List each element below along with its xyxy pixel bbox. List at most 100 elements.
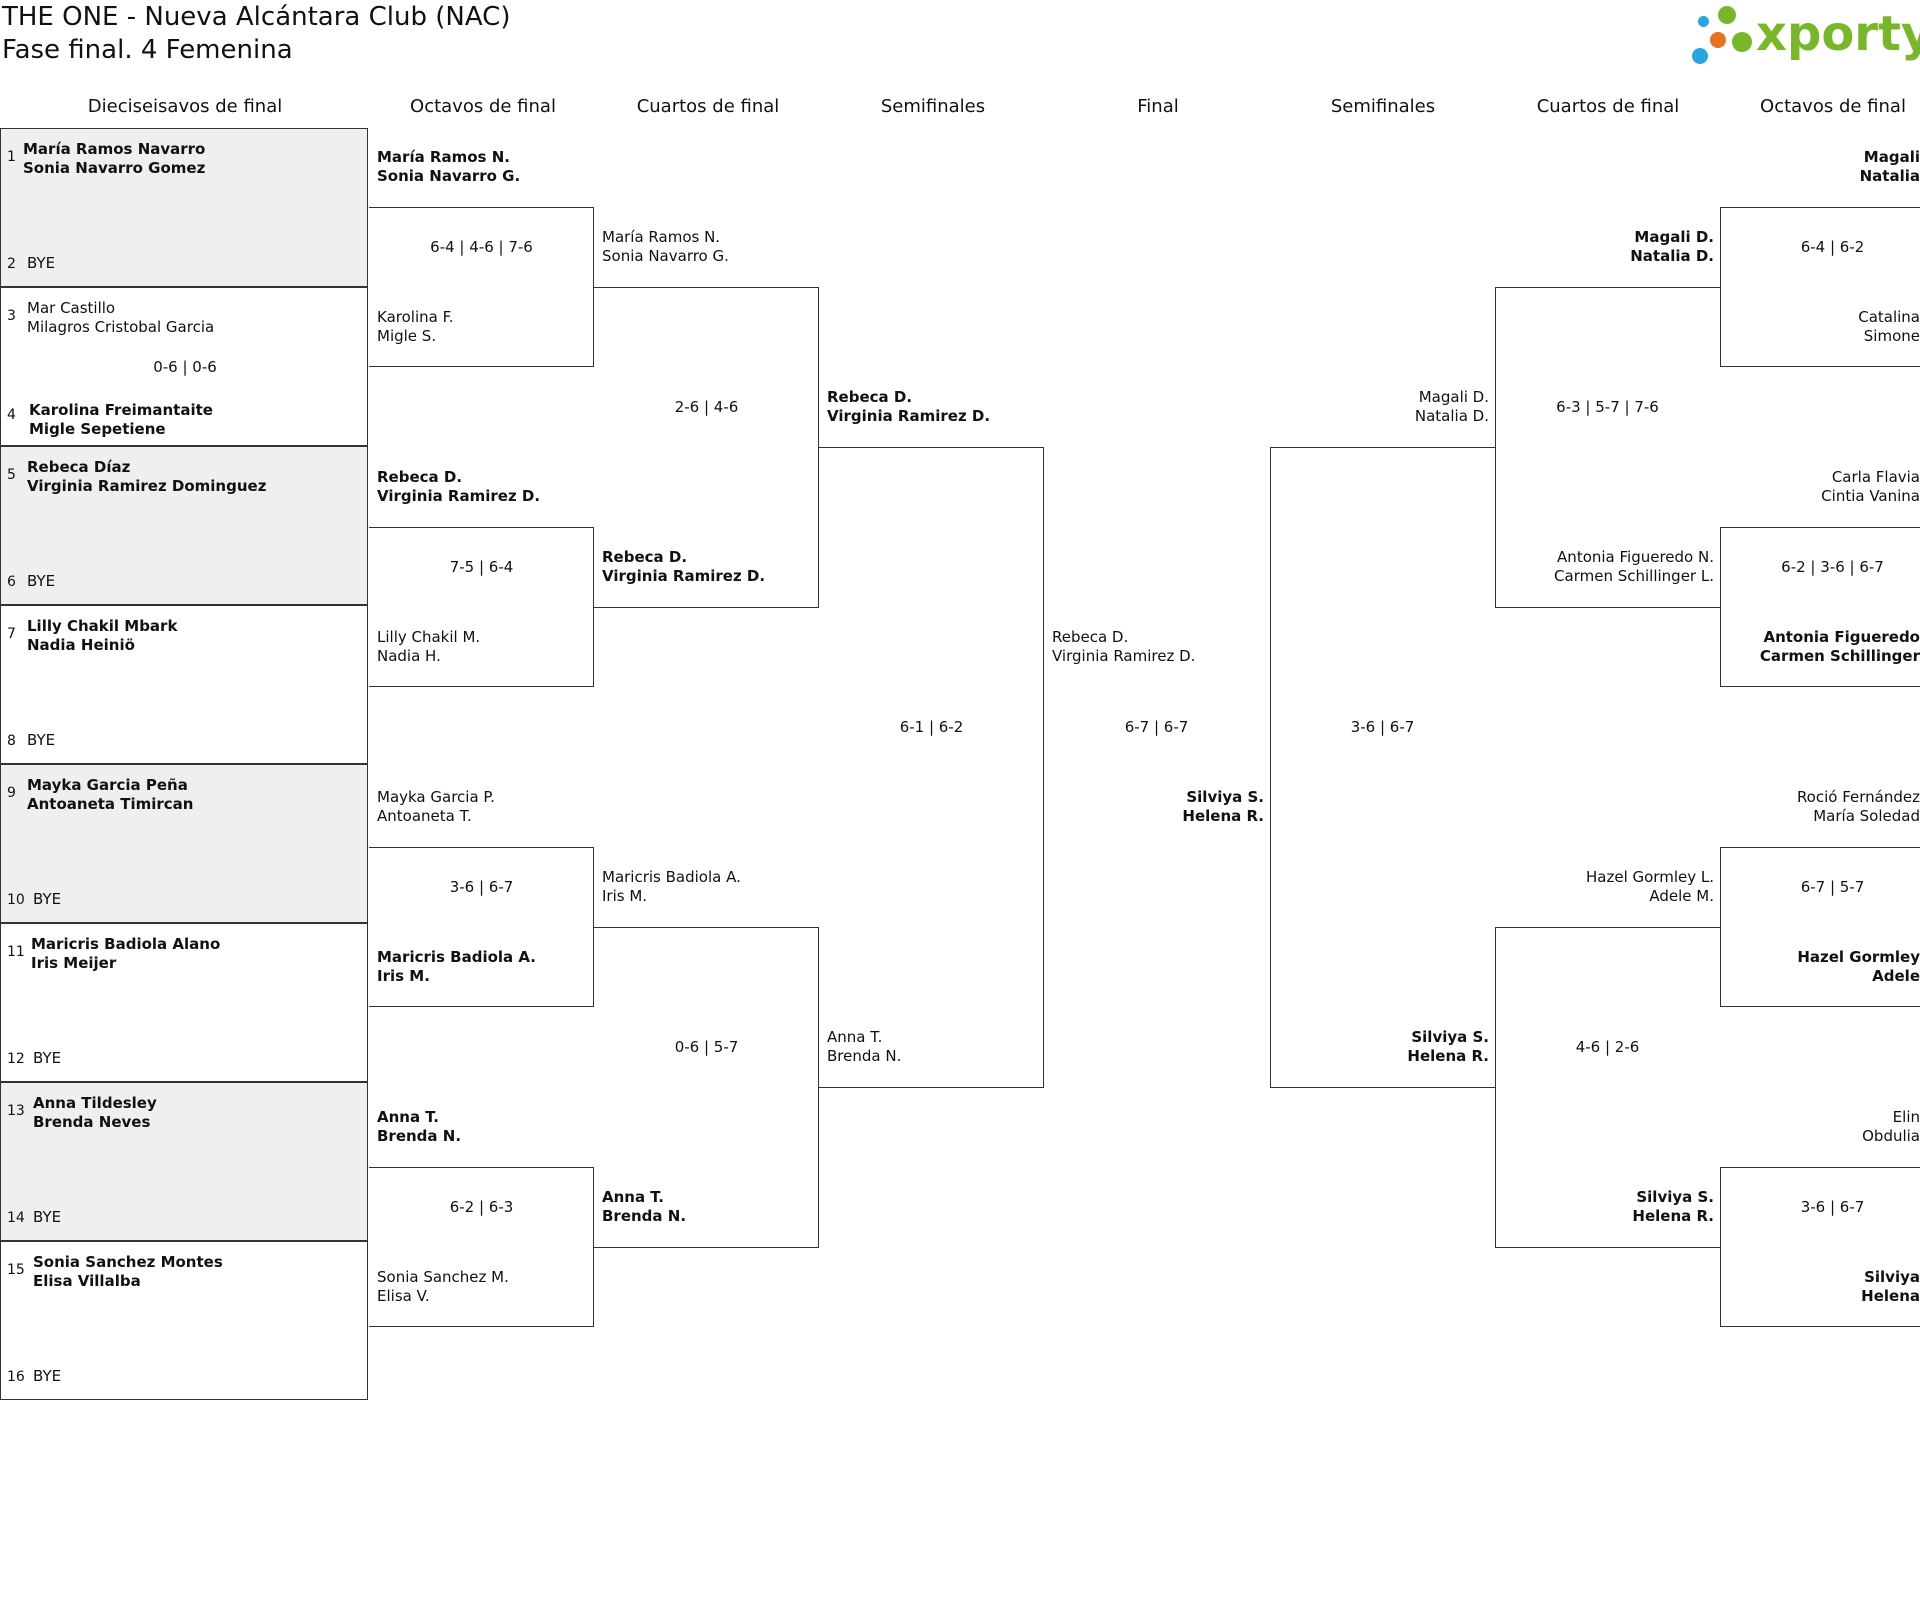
player-name: María Ramos N. — [377, 148, 510, 166]
draw-subtitle: Fase final. 4 Femenina — [2, 35, 293, 65]
bracket-line-r16-left — [369, 527, 594, 687]
player-name: Nadia Heiniö — [27, 636, 135, 654]
player-name: Migle S. — [377, 327, 437, 345]
team-r16-left-2-top[interactable]: Rebeca D.Virginia Ramirez D. — [377, 468, 540, 506]
match-score: 7-5 | 6-4 — [449, 558, 514, 576]
match-score: 2-6 | 4-6 — [674, 398, 739, 416]
bye-label: BYE — [33, 1049, 62, 1067]
team-r16-left-3-bottom[interactable]: Maricris Badiola A.Iris M. — [377, 948, 536, 986]
player-name: Carmen Schillinger — [1759, 647, 1920, 665]
bracket-line-qf-left — [594, 287, 819, 608]
team-qf-right-1-bottom[interactable]: Antonia Figueredo N.Carmen Schillinger L… — [1554, 548, 1714, 586]
team-qf-left-1-bottom[interactable]: Rebeca D.Virginia Ramirez D. — [602, 548, 765, 586]
team-r16-left-4-bottom[interactable]: Sonia Sanchez M.Elisa V. — [377, 1268, 509, 1306]
match-score: 6-2 | 6-3 — [449, 1198, 514, 1216]
seed-number: 7 — [7, 626, 16, 642]
match-score: 3-6 | 6-7 — [1350, 718, 1415, 736]
bye-label: BYE — [33, 890, 62, 908]
team-r16-left-2-bottom[interactable]: Lilly Chakil M.Nadia H. — [377, 628, 480, 666]
team-r16-left-4-top[interactable]: Anna T.Brenda N. — [377, 1108, 461, 1146]
player-name: Iris M. — [377, 967, 430, 985]
bracket-line-qf-right — [1495, 287, 1720, 608]
player-name: Carmen Schillinger L. — [1554, 567, 1714, 585]
player-name: Antonia Figueredo N. — [1557, 548, 1714, 566]
team-qf-left-1-top[interactable]: María Ramos N.Sonia Navarro G. — [602, 228, 729, 266]
seed-number: 13 — [7, 1103, 25, 1119]
bracket-line-r16-right — [1720, 527, 1920, 687]
team-qf-left-2-top[interactable]: Maricris Badiola A.Iris M. — [602, 868, 741, 906]
team-r16-left-1-top[interactable]: María Ramos N.Sonia Navarro G. — [377, 148, 520, 186]
team-final-right[interactable]: Silviya S.Helena R. — [1182, 788, 1264, 826]
bracket-line-r16-left — [369, 207, 594, 367]
xporty-logo[interactable]: xporty — [1688, 2, 1920, 68]
team-sf-right-bottom[interactable]: Silviya S.Helena R. — [1407, 1028, 1489, 1066]
team-sf-right-top[interactable]: Magali D.Natalia D. — [1415, 388, 1489, 426]
team-sf-left-bottom[interactable]: Anna T.Brenda N. — [827, 1028, 901, 1066]
team-r16-left-1-bottom[interactable]: Karolina F.Migle S. — [377, 308, 454, 346]
player-name: Maricris Badiola A. — [602, 868, 741, 886]
player-name: Rebeca D. — [377, 468, 463, 486]
logo-dot-green-large — [1732, 32, 1752, 52]
bracket-line-r16-right — [1720, 1167, 1920, 1327]
logo-dot-blue — [1692, 48, 1708, 64]
player-name: Lilly Chakil M. — [377, 628, 481, 646]
player-name: Brenda Neves — [33, 1113, 151, 1131]
player-name: Simone — [1863, 327, 1920, 345]
player-name: Brenda N. — [602, 1207, 687, 1225]
player-name: Elin — [1892, 1108, 1920, 1126]
player-name: Virginia Ramirez D. — [602, 567, 766, 585]
team-sf-left-top[interactable]: Rebeca D.Virginia Ramirez D. — [827, 388, 990, 426]
team-final-left[interactable]: Rebeca D.Virginia Ramirez D. — [1052, 628, 1195, 666]
player-name: Sonia Navarro G. — [602, 247, 729, 265]
team-qf-right-1-top[interactable]: Magali D.Natalia D. — [1630, 228, 1714, 266]
match-score: 4-6 | 2-6 — [1575, 1038, 1640, 1056]
player-name: Helena — [1861, 1287, 1920, 1305]
player-name: Magali — [1863, 148, 1920, 166]
player-name: Anna Tildesley — [33, 1094, 157, 1112]
seed-number: 15 — [7, 1262, 25, 1278]
team-qf-right-2-top[interactable]: Hazel Gormley L.Adele M. — [1586, 868, 1714, 906]
player-name: Brenda N. — [827, 1047, 902, 1065]
player-name: Silviya S. — [1186, 788, 1264, 806]
match-score: 0-6 | 0-6 — [153, 358, 217, 376]
player-name: Rebeca Díaz — [27, 458, 131, 476]
player-name: Nadia H. — [377, 647, 441, 665]
player-name: Hazel Gormley L. — [1586, 868, 1714, 886]
player-name: Brenda N. — [377, 1127, 462, 1145]
seed-number: 6 — [7, 574, 16, 590]
team-qf-left-2-bottom[interactable]: Anna T.Brenda N. — [602, 1188, 686, 1226]
player-name: Iris M. — [602, 887, 648, 905]
player-name: Karolina F. — [377, 308, 454, 326]
header-qf-right: Cuartos de final — [1536, 96, 1680, 117]
team-qf-right-2-bottom[interactable]: Silviya S.Helena R. — [1632, 1188, 1714, 1226]
team-r16-left-3-top[interactable]: Mayka Garcia P.Antoaneta T. — [377, 788, 495, 826]
player-name: Sonia Navarro Gomez — [23, 159, 206, 177]
seed-number: 8 — [7, 733, 16, 749]
match-score: 6-2 | 3-6 | 6-7 — [1781, 558, 1884, 576]
player-name: Natalia — [1859, 167, 1920, 185]
player-name: Silviya S. — [1636, 1188, 1714, 1206]
bye-label: BYE — [27, 731, 56, 749]
header-r16-left: Octavos de final — [410, 96, 556, 117]
